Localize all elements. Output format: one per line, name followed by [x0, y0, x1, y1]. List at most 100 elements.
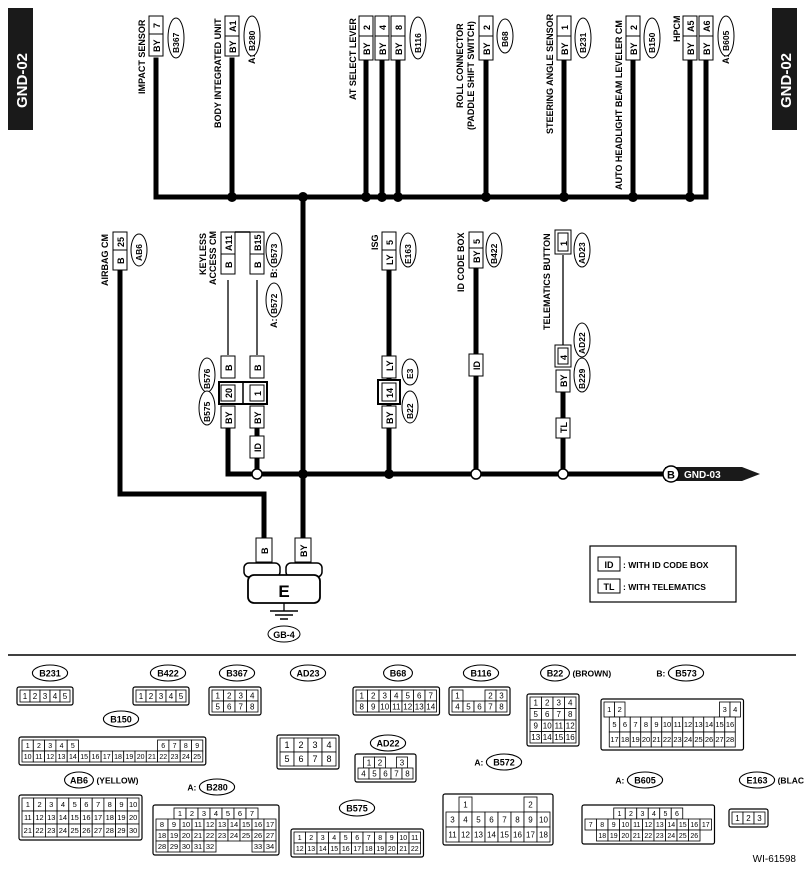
- pin-number: 8: [360, 702, 365, 711]
- pin-number: 5: [664, 811, 668, 818]
- pin-number: 17: [526, 830, 535, 839]
- at-select-wire-3: BY: [394, 42, 404, 55]
- pin-number: 7: [96, 800, 100, 809]
- pin-number: 26: [82, 826, 90, 835]
- pin-number: 6: [298, 754, 303, 764]
- pin-number: 1: [284, 740, 289, 750]
- pin-number: 2: [746, 814, 751, 823]
- pin-number: 4: [361, 769, 366, 778]
- at-select-pin-3: 8: [394, 25, 404, 30]
- pin-number: 3: [43, 692, 48, 701]
- keyless-name2: ACCESS CM: [208, 231, 218, 285]
- pin-number: 6: [227, 702, 232, 711]
- pin-number: 30: [182, 842, 190, 851]
- pin-number: 13: [531, 733, 540, 742]
- side-tag-left-text: GND-02: [14, 53, 31, 108]
- b575-wire-b: BY: [253, 411, 263, 424]
- pin-number: 2: [298, 740, 303, 750]
- leveler-wire: BY: [629, 42, 639, 55]
- pin-number: 19: [610, 833, 618, 840]
- pin-number: 4: [214, 809, 218, 818]
- b576-b575: B B 20 1 BY BY B576 B575 ID: [198, 355, 268, 459]
- hpcm-pin-2: A6: [702, 20, 712, 32]
- pin-number: 14: [705, 720, 713, 729]
- pin-number: 21: [399, 846, 407, 853]
- telematics-button: TELEMATICS BUTTON 1 AD23: [542, 229, 591, 330]
- gnd03-label: GND-03: [684, 470, 721, 481]
- pin-number: 7: [557, 710, 562, 719]
- connector-view-label: B22: [547, 669, 564, 679]
- keyless-access-cm: KEYLESS ACCESS CM A11 B15 B B B: B573 A:…: [198, 231, 283, 329]
- pin-number: 22: [644, 833, 652, 840]
- pin-number: 15: [715, 720, 723, 729]
- pin-number: 8: [499, 702, 504, 711]
- pin-number: 17: [610, 735, 618, 744]
- pin-number: 31: [194, 842, 202, 851]
- pin-number: 27: [266, 831, 274, 840]
- pin-number: 11: [555, 722, 564, 731]
- hpcm-pin-1: A5: [686, 20, 696, 32]
- b575-pin-b: 1: [253, 391, 263, 396]
- pin-number: 2: [227, 691, 232, 700]
- pin-number: 4: [326, 740, 331, 750]
- keyless-conn-b: B573: [269, 243, 279, 264]
- pin-number: 29: [117, 826, 125, 835]
- pin-number: 21: [24, 826, 32, 835]
- pin-number: 3: [48, 743, 52, 750]
- impact-sensor-wire: BY: [152, 39, 162, 52]
- pin-number: 4: [250, 691, 255, 700]
- pin-number: 28: [726, 735, 734, 744]
- pin-number: 5: [372, 769, 377, 778]
- pin-number: 30: [129, 826, 137, 835]
- pin-number: 3: [641, 811, 645, 818]
- isg: ISG 5 LY E163: [370, 231, 417, 271]
- pin-number: 16: [342, 846, 350, 853]
- pin-number: 1: [534, 699, 539, 708]
- pin-number: 2: [33, 692, 38, 701]
- connector-view-label: B367: [226, 669, 248, 679]
- pin-number: 9: [195, 743, 199, 750]
- pin-number: 11: [35, 754, 42, 761]
- pin-number: 1: [178, 809, 182, 818]
- roll-connector-wire: BY: [482, 42, 492, 55]
- pin-number: 23: [656, 833, 664, 840]
- pin-number: 19: [631, 735, 639, 744]
- pin-number: 3: [723, 705, 727, 714]
- pin-number: 8: [184, 743, 188, 750]
- pin-number: 7: [589, 822, 593, 829]
- pin-number: 10: [380, 702, 389, 711]
- pin-number: 15: [330, 846, 338, 853]
- pin-number: 1: [360, 691, 365, 700]
- pin-number: 8: [644, 720, 648, 729]
- pin-number: 14: [69, 754, 77, 761]
- pin-number: 2: [37, 800, 41, 809]
- pin-number: 24: [667, 833, 675, 840]
- pin-number: 3: [400, 758, 405, 767]
- pin-number: 6: [238, 809, 242, 818]
- pin-number: 16: [513, 830, 522, 839]
- keyless-wire-a: B: [224, 261, 234, 268]
- pin-number: 6: [84, 800, 88, 809]
- biu-name: BODY INTEGRATED UNIT: [213, 18, 223, 128]
- airbag-conn: AB6: [134, 244, 144, 261]
- pin-number: 12: [684, 720, 692, 729]
- pin-number: 22: [206, 831, 214, 840]
- pin-number: 28: [158, 842, 166, 851]
- pin-number: 19: [376, 846, 384, 853]
- isg-name: ISG: [370, 234, 380, 250]
- keyless-wire-b: B: [253, 261, 263, 268]
- pin-number: 8: [568, 710, 573, 719]
- id-code-box: ID CODE BOX 5 BY B422: [456, 231, 503, 292]
- pin-number: 6: [489, 815, 494, 824]
- pin-number: 6: [161, 743, 165, 750]
- connector-view-extra: B:: [656, 669, 665, 679]
- pin-number: 5: [216, 702, 221, 711]
- connector-view-label: B605: [634, 776, 656, 786]
- keyless-prefix-a: A:: [269, 319, 279, 329]
- leveler-name: AUTO HEADLIGHT BEAM LEVELER CM: [614, 20, 624, 190]
- pin-number: 17: [353, 846, 361, 853]
- pin-number: 2: [528, 800, 533, 809]
